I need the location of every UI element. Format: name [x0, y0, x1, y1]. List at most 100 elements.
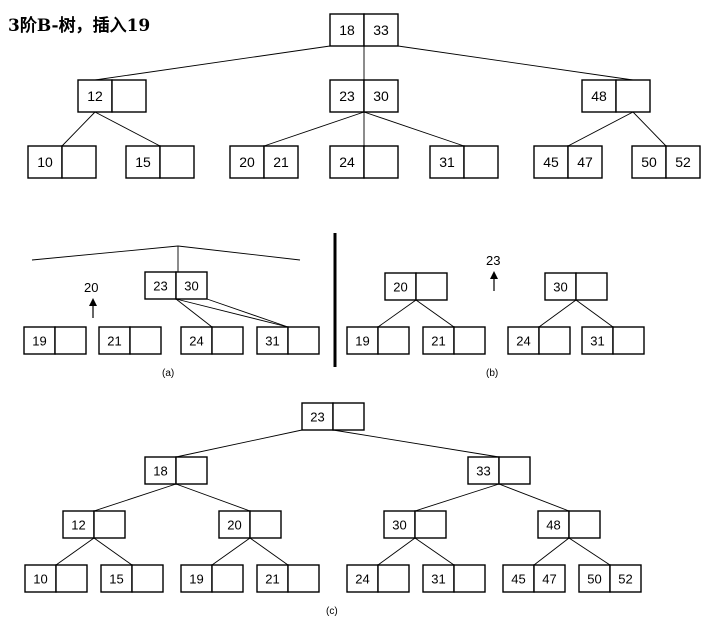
- top-leaf-node-4-key-1: 24: [339, 154, 355, 170]
- tree-edge: [211, 537, 251, 566]
- panel-b-leaf-4-key-1: 31: [590, 334, 604, 349]
- top-leaf-node-1-key-1: 10: [37, 154, 53, 170]
- panel-c-leaf-2: 15: [100, 564, 164, 593]
- top-level1-node-2-cell-1: [329, 79, 365, 113]
- panel-c-leaf-6-cell-2: [453, 564, 486, 593]
- panel-c-root-cell-2: [332, 402, 365, 431]
- panel-c-leaf-3: 19: [180, 564, 244, 593]
- panel-a-leaf-1: 19: [23, 326, 87, 355]
- tree-edge: [414, 537, 455, 566]
- panel-c-leaf-3-key-1: 19: [189, 572, 203, 587]
- panel-b-leaf-1-cell-2: [377, 326, 410, 355]
- panel-c-leaf-8-key-2: 52: [618, 572, 632, 587]
- panel-b-leaf-1-cell-1: [346, 326, 379, 355]
- panel-b-leaf-3-cell-2: [538, 326, 571, 355]
- panel-c-level1-2-cell-2: [498, 456, 531, 485]
- tree-edge: [575, 299, 614, 328]
- panel-c-level2-4-cell-2: [568, 510, 601, 539]
- panel-c-level1-2-key-1: 33: [476, 464, 490, 479]
- panel-b-leaf-2-key-1: 21: [431, 334, 445, 349]
- top-leaf-node-2-cell-2: [159, 145, 195, 179]
- top-root-node-key-2: 33: [373, 22, 389, 38]
- panel-c-level2-3: 30: [383, 510, 447, 539]
- panel-a-leaf-2-cell-2: [129, 326, 162, 355]
- panel-a-leaf-1-key-1: 19: [32, 334, 46, 349]
- top-root-node-cell-2: [363, 13, 399, 47]
- panel-c-leaf-1: 10: [24, 564, 88, 593]
- panel-c-level2-4-key-1: 48: [546, 518, 560, 533]
- panel-c-leaf-8-cell-2: [609, 564, 642, 593]
- top-level1-node-1-cell-2: [111, 79, 147, 113]
- tree-edge: [533, 537, 570, 566]
- panel-c-leaf-6-cell-1: [422, 564, 455, 593]
- panel-c-root-cell-1: [301, 402, 334, 431]
- top-level1-node-2-key-2: 30: [373, 88, 389, 104]
- top-leaf-node-2: 15: [125, 145, 195, 179]
- promote-arrow-a: [89, 298, 97, 318]
- top-leaf-node-5: 31: [429, 145, 499, 179]
- tree-edge: [568, 537, 611, 566]
- panel-b-leaf-3-key-1: 24: [516, 334, 530, 349]
- panel-a-leaf-4-cell-1: [256, 326, 289, 355]
- caption-a: (a): [162, 368, 174, 379]
- top-level1-node-3: 48: [581, 79, 651, 113]
- tree-edge: [332, 429, 500, 458]
- tree-edge: [206, 298, 289, 328]
- panel-a-leaf-3-cell-2: [211, 326, 244, 355]
- top-level1-node-3-key-1: 48: [591, 88, 607, 104]
- panel-c-leaf-1-key-1: 10: [33, 572, 47, 587]
- tree-edge: [498, 483, 570, 512]
- top-level1-node-3-cell-1: [581, 79, 617, 113]
- panel-c-level2-2-key-1: 20: [227, 518, 241, 533]
- tree-edge: [397, 45, 634, 81]
- tree-edge: [377, 537, 416, 566]
- panel-b-leaf-2: 21: [422, 326, 486, 355]
- panel-c-leaf-7-key-2: 47: [542, 572, 556, 587]
- tree-edge: [175, 298, 289, 328]
- panel-c-leaf-8-key-1: 50: [587, 572, 601, 587]
- tree-edge: [93, 537, 133, 566]
- tree-edge: [61, 111, 96, 147]
- panel-b-node-1: 20: [384, 272, 448, 301]
- panel-c-leaf-4-cell-1: [256, 564, 289, 593]
- panel-b-leaf-1-key-1: 19: [355, 334, 369, 349]
- promoted-key-a: 20: [84, 280, 98, 295]
- panel-a-node-cell-2: [175, 271, 208, 300]
- panel-c-level1-1: 18: [144, 456, 208, 485]
- panel-c-level2-1-key-1: 12: [71, 518, 85, 533]
- panel-b-leaf-4: 31: [581, 326, 645, 355]
- top-leaf-node-6-key-2: 47: [577, 154, 593, 170]
- panel-c-leaf-2-key-1: 15: [109, 572, 123, 587]
- tree-edge: [414, 483, 500, 512]
- panel-a-leaf-2-key-1: 21: [107, 334, 121, 349]
- top-leaf-node-3-key-1: 20: [239, 154, 255, 170]
- panel-c-leaf-8-cell-1: [578, 564, 611, 593]
- top-level1-node-2-cell-2: [363, 79, 399, 113]
- top-leaf-node-3-key-2: 21: [273, 154, 289, 170]
- panel-a-leaf-3-key-1: 24: [189, 334, 203, 349]
- top-leaf-node-6-cell-1: [533, 145, 569, 179]
- panel-c-level2-4: 48: [537, 510, 601, 539]
- panel-c-leaf-5-cell-2: [377, 564, 410, 593]
- panel-c-leaf-5: 24: [346, 564, 410, 593]
- top-leaf-node-5-cell-1: [429, 145, 465, 179]
- top-leaf-node-2-cell-1: [125, 145, 161, 179]
- panel-a-node-cell-1: [144, 271, 177, 300]
- tree-edge: [175, 429, 303, 458]
- panel-b-leaf-2-cell-1: [422, 326, 455, 355]
- panel-c-leaf-2-cell-2: [131, 564, 164, 593]
- panel-b-leaf-3: 24: [507, 326, 571, 355]
- panel-c-level1-1-cell-2: [175, 456, 208, 485]
- panel-a-leaf-3: 24: [180, 326, 244, 355]
- top-leaf-node-6-cell-2: [567, 145, 603, 179]
- top-leaf-node-1-cell-2: [61, 145, 97, 179]
- top-leaf-node-4: 24: [329, 145, 399, 179]
- top-level1-node-3-cell-2: [615, 79, 651, 113]
